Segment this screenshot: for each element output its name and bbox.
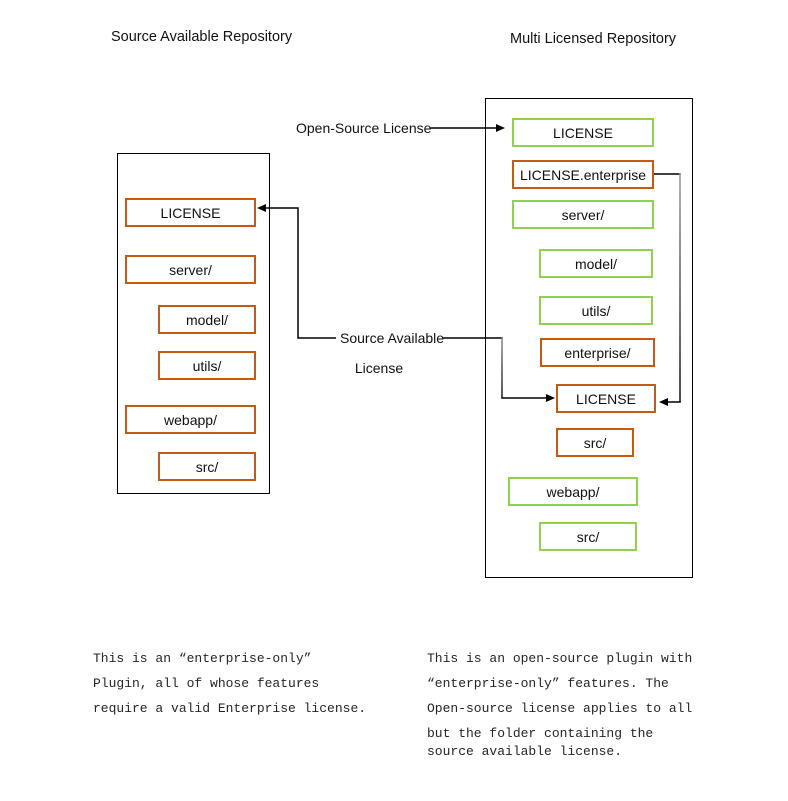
note-line: source available license. (427, 744, 623, 759)
left-box-webapp: webapp/ (125, 405, 256, 434)
note-line: This is an “enterprise-only” (93, 651, 312, 666)
right-repo-note: This is an open-source plugin with “ente… (427, 646, 692, 764)
left-box-server: server/ (125, 255, 256, 284)
right-box-server: server/ (512, 200, 654, 229)
right-box-enterprise-folder: enterprise/ (540, 338, 655, 367)
note-line: “enterprise-only” features. The (427, 676, 669, 691)
note-line: This is an open-source plugin with (427, 651, 693, 666)
right-box-utils: utils/ (539, 296, 653, 325)
right-box-webapp-src: src/ (539, 522, 637, 551)
left-repo-title: Source Available Repository (111, 29, 293, 45)
right-repo-title: Multi Licensed Repository (510, 31, 677, 47)
source-available-label-line2: License (354, 360, 404, 376)
note-line: require a valid Enterprise license. (93, 701, 367, 716)
note-line: Open-source license applies to all (427, 701, 693, 716)
left-box-model: model/ (158, 305, 256, 334)
note-line: but the folder containing the (427, 726, 654, 741)
right-box-license: LICENSE (512, 118, 654, 147)
right-box-license-enterprise: LICENSE.enterprise (512, 160, 654, 189)
right-box-enterprise-src: src/ (556, 428, 634, 457)
note-line: Plugin, all of whose features (93, 676, 320, 691)
open-source-license-label: Open-Source License (296, 120, 432, 136)
right-box-enterprise-license: LICENSE (556, 384, 656, 413)
left-box-src: src/ (158, 452, 256, 481)
right-box-webapp: webapp/ (508, 477, 638, 506)
left-box-utils: utils/ (158, 351, 256, 380)
right-box-model: model/ (539, 249, 653, 278)
left-box-license: LICENSE (125, 198, 256, 227)
source-available-label-line1: Source Available (340, 330, 445, 346)
arrow-source-available-to-left-license (257, 204, 336, 339)
left-repo-note: This is an “enterprise-only” Plugin, all… (93, 646, 366, 721)
